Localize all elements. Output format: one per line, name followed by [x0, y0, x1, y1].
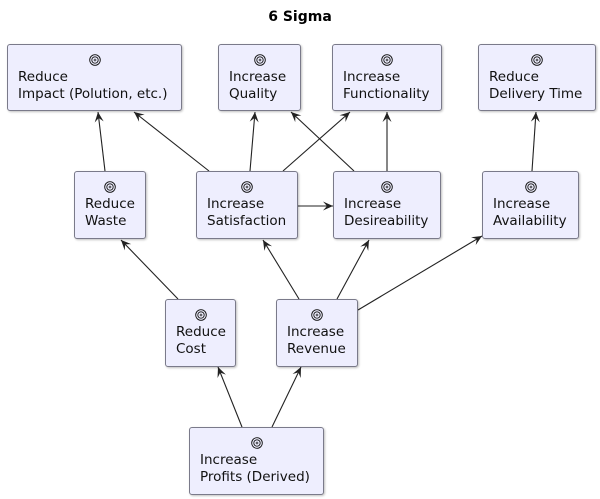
node-label-line1: Increase	[343, 69, 401, 85]
node-label-line1: Increase	[200, 452, 258, 468]
node-waste[interactable]: Reduce Waste	[74, 171, 146, 239]
node-delivery[interactable]: Reduce Delivery Time	[478, 44, 596, 111]
node-label: Increase Revenue	[287, 324, 346, 357]
node-label-line1: Increase	[493, 196, 551, 212]
node-desireability[interactable]: Increase Desireability	[333, 171, 441, 239]
edge-revenue-to-desireability	[336, 239, 370, 300]
goal-target-icon	[104, 181, 116, 193]
node-label-line2: Waste	[85, 212, 127, 229]
edge-profits-to-revenue	[271, 366, 302, 428]
node-label-line1: Reduce	[176, 324, 226, 340]
goal-target-icon	[88, 54, 101, 66]
node-label-line2: Satisfaction	[207, 212, 287, 229]
node-impact[interactable]: Reduce Impact (Polution, etc.)	[7, 44, 182, 111]
node-label-line1: Increase	[287, 324, 345, 340]
node-label: Increase Functionality	[343, 69, 429, 102]
arrowhead-icon	[291, 112, 302, 123]
goal-target-icon	[250, 437, 263, 449]
node-label-line2: Desireability	[344, 212, 429, 229]
node-label-line1: Increase	[344, 196, 402, 212]
diagram-title: 6 Sigma	[268, 9, 332, 25]
goal-target-icon	[253, 54, 266, 66]
arrowhead-icon	[292, 367, 301, 378]
edge-revenue-to-availability	[357, 235, 483, 311]
node-label-line2: Cost	[176, 340, 207, 357]
node-label: Increase Satisfaction	[207, 196, 286, 229]
edge-cost-to-waste	[120, 239, 179, 300]
goal-target-icon	[531, 54, 543, 66]
edge-satisfaction-to-functionality	[282, 111, 351, 172]
arrowhead-icon	[360, 240, 369, 251]
arrowhead-icon	[530, 112, 540, 123]
node-functionality[interactable]: Increase Functionality	[332, 44, 442, 111]
node-label: Reduce Delivery Time	[489, 69, 582, 102]
node-revenue[interactable]: Increase Revenue	[276, 299, 358, 367]
arrowhead-icon	[121, 240, 132, 251]
node-label: Increase Availability	[493, 196, 567, 229]
node-label-line2: Delivery Time	[489, 85, 583, 102]
arrowhead-icon	[471, 236, 482, 245]
node-label-line2: Quality	[229, 85, 278, 102]
node-label-line1: Reduce	[18, 69, 68, 85]
edge-desireability-to-quality	[290, 111, 355, 172]
arrowhead-icon	[323, 201, 333, 211]
node-label: Reduce Waste	[85, 196, 135, 229]
edge-availability-to-delivery	[531, 111, 537, 172]
node-label: Increase Desireability	[344, 196, 428, 229]
goal-target-icon	[381, 54, 393, 66]
node-label-line1: Reduce	[85, 196, 135, 212]
node-label: Increase Quality	[229, 69, 286, 102]
node-label-line2: Revenue	[287, 340, 346, 357]
goal-target-icon	[381, 181, 393, 193]
arrowhead-icon	[263, 240, 273, 251]
goal-target-icon	[241, 181, 253, 193]
edge-profits-to-cost	[217, 366, 243, 428]
node-label-line2: Profits (Derived)	[200, 468, 310, 485]
node-label-line2: Impact (Polution, etc.)	[18, 85, 168, 102]
node-quality[interactable]: Increase Quality	[218, 44, 301, 111]
node-profits[interactable]: Increase Profits (Derived)	[189, 427, 324, 495]
edge-revenue-to-satisfaction	[262, 239, 300, 300]
node-label-line2: Functionality	[343, 85, 430, 102]
node-label-line1: Increase	[229, 69, 287, 85]
goal-target-icon	[194, 309, 207, 321]
node-label: Reduce Impact (Polution, etc.)	[18, 69, 168, 102]
edge-satisfaction-to-quality	[249, 111, 256, 172]
arrowhead-icon	[339, 112, 350, 122]
node-availability[interactable]: Increase Availability	[482, 171, 579, 239]
node-cost[interactable]: Reduce Cost	[165, 299, 236, 367]
goal-target-icon	[524, 181, 537, 193]
goal-target-icon	[311, 309, 323, 321]
node-label-line1: Increase	[207, 196, 265, 212]
arrowhead-icon	[382, 112, 392, 122]
node-label: Reduce Cost	[176, 324, 226, 357]
edge-waste-to-impact	[97, 111, 106, 172]
node-label-line1: Reduce	[489, 69, 539, 85]
node-satisfaction[interactable]: Increase Satisfaction	[196, 171, 298, 239]
arrowhead-icon	[217, 367, 226, 378]
node-label: Increase Profits (Derived)	[200, 452, 310, 485]
arrowhead-icon	[249, 112, 259, 123]
node-label-line2: Availability	[493, 212, 567, 229]
edge-satisfaction-to-impact	[133, 111, 210, 172]
arrowhead-icon	[94, 112, 104, 123]
arrowhead-icon	[134, 112, 145, 122]
